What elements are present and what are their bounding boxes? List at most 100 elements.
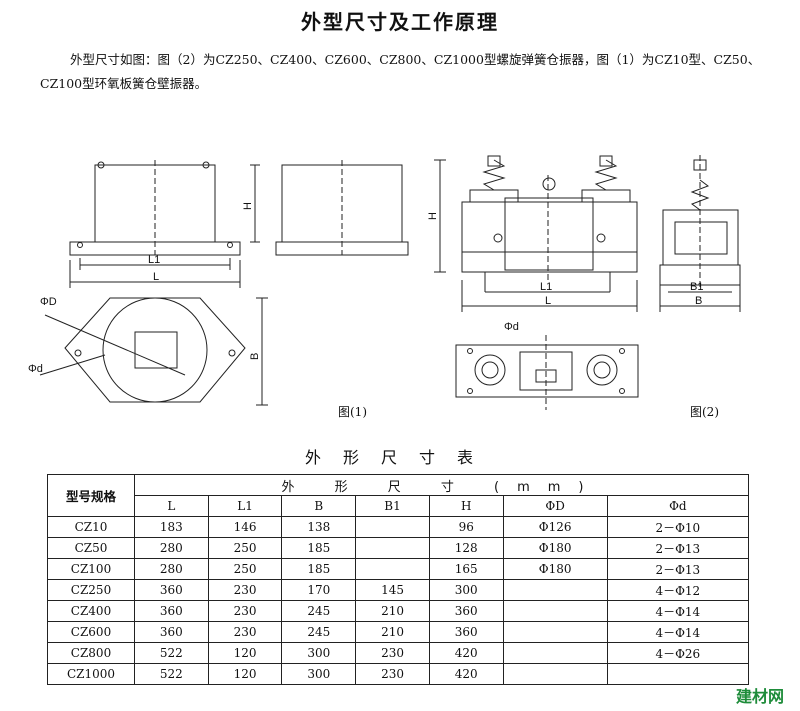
table-cell	[502, 600, 608, 622]
table-cell: 522	[134, 663, 209, 685]
table-cell: 210	[355, 600, 430, 622]
table-cell: 230	[207, 621, 283, 643]
column-header: Φd	[606, 495, 750, 517]
table-cell: 300	[281, 663, 357, 685]
table-cell: 300	[428, 579, 504, 601]
dim-label-B-fig1: B	[249, 353, 261, 360]
table-cell: 2－Φ13	[606, 537, 750, 559]
fig2-side-view	[659, 155, 741, 312]
table-cell	[502, 642, 608, 664]
table-cell: 230	[207, 579, 283, 601]
table-cell: 230	[207, 600, 283, 622]
table-cell: 165	[428, 558, 504, 580]
column-header: H	[428, 495, 504, 517]
fig1-front-view	[69, 160, 260, 288]
table-cell: 250	[207, 537, 283, 559]
model-cell: CZ400	[47, 600, 135, 622]
dim-label-B-fig2: B	[695, 295, 702, 307]
table-cell	[355, 537, 430, 559]
table-cell: 4－Φ26	[606, 642, 750, 664]
table-title: 外形尺寸表	[304, 448, 495, 467]
figure1-caption: 图(1)	[338, 405, 367, 419]
dim-label-L-fig2: L	[545, 295, 551, 307]
fig1-side-view	[275, 160, 409, 256]
table-cell: 360	[134, 600, 209, 622]
table-cell: 300	[281, 642, 357, 664]
table-cell	[502, 579, 608, 601]
table-cell: 230	[355, 663, 430, 685]
table-cell: Φ180	[502, 558, 608, 580]
table-cell: 4－Φ14	[606, 600, 750, 622]
table-cell: 280	[134, 537, 209, 559]
table-cell: 170	[281, 579, 357, 601]
page-title: 外型尺寸及工作原理	[301, 10, 499, 34]
table-cell: 138	[281, 516, 357, 538]
fig1-top-view	[39, 297, 268, 406]
column-header: L	[134, 495, 209, 517]
table-cell: 145	[355, 579, 430, 601]
column-header: B1	[355, 495, 430, 517]
table-cell: 360	[134, 621, 209, 643]
column-header: ΦD	[502, 495, 608, 517]
fig2-front-view	[434, 155, 638, 312]
model-cell: CZ250	[47, 579, 135, 601]
dim-label-phiD: ΦD	[40, 296, 57, 308]
model-cell: CZ800	[47, 642, 135, 664]
table-cell: 360	[428, 600, 504, 622]
table-cell: 210	[355, 621, 430, 643]
dim-label-H-fig1: H	[242, 202, 254, 210]
dim-label-L1-fig1: L1	[148, 254, 160, 266]
dim-label-phid-fig1: Φd	[28, 363, 43, 375]
model-cell: CZ10	[47, 516, 135, 538]
model-cell: CZ1000	[47, 663, 135, 685]
dim-label-L-fig1: L	[153, 271, 159, 283]
table-cell: 146	[207, 516, 283, 538]
dim-label-L1-fig2: L1	[540, 281, 552, 293]
table-cell: 250	[207, 558, 283, 580]
dim-label-phid-fig2: Φd	[504, 321, 519, 333]
table-cell: 245	[281, 600, 357, 622]
table-cell: 280	[134, 558, 209, 580]
table-cell: 185	[281, 537, 357, 559]
table-cell: 96	[428, 516, 504, 538]
table-cell: 2－Φ10	[606, 516, 750, 538]
model-cell: CZ50	[47, 537, 135, 559]
model-cell: CZ600	[47, 621, 135, 643]
column-header: B	[281, 495, 357, 517]
dimension-group-header: 外 形 尺 寸 (mm)	[134, 474, 749, 496]
table-cell: 245	[281, 621, 357, 643]
intro-paragraph: 外型尺寸如图：图（2）为CZ250、CZ400、CZ600、CZ800、CZ10…	[40, 52, 761, 91]
table-cell: 360	[134, 579, 209, 601]
table-cell	[355, 558, 430, 580]
table-cell: 128	[428, 537, 504, 559]
table-cell: 420	[428, 663, 504, 685]
dim-label-B1-fig2: B1	[690, 281, 703, 293]
table-cell: 120	[207, 663, 283, 685]
technical-drawings: H L1 L ΦD Φd B H L1 L B1 B Φd	[28, 155, 741, 410]
dim-label-H-fig2: H	[427, 212, 439, 220]
model-cell: CZ100	[47, 558, 135, 580]
table-cell	[355, 516, 430, 538]
table-cell	[502, 663, 608, 685]
table-cell: 185	[281, 558, 357, 580]
table-cell: 230	[355, 642, 430, 664]
site-watermark-logo: 建材网	[735, 687, 784, 706]
table-cell: 2－Φ13	[606, 558, 750, 580]
table-cell: 4－Φ12	[606, 579, 750, 601]
table-cell: 360	[428, 621, 504, 643]
model-header: 型号规格	[47, 474, 135, 517]
figure2-caption: 图(2)	[690, 405, 719, 419]
table-cell: 120	[207, 642, 283, 664]
table-cell: Φ180	[502, 537, 608, 559]
table-cell: 4－Φ14	[606, 621, 750, 643]
